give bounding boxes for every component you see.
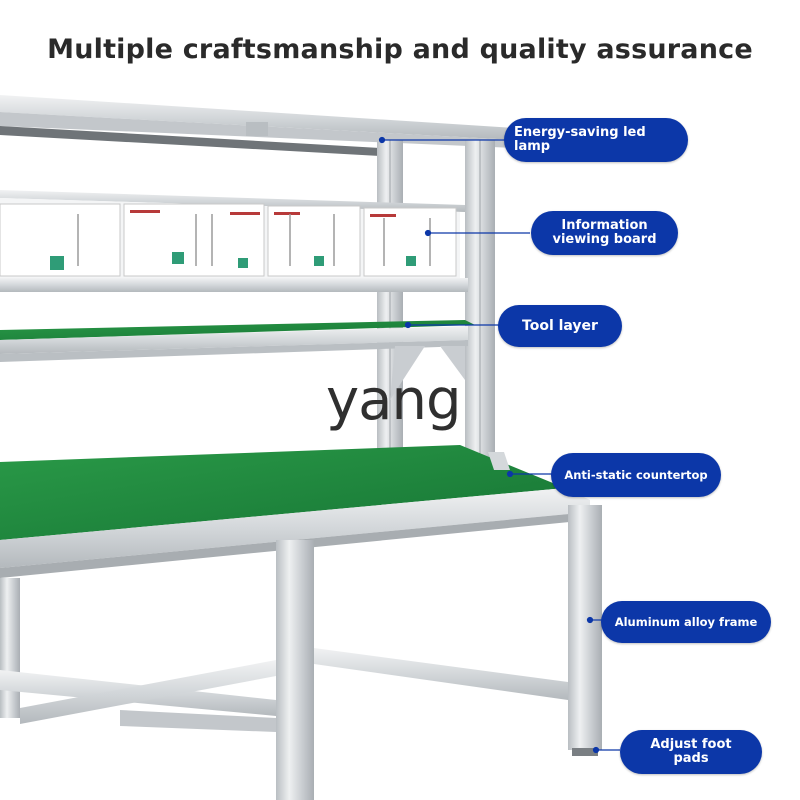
aluminum-frame	[0, 505, 602, 800]
callout-aluminum-frame-label: Aluminum alloy frame	[614, 614, 758, 629]
page-title: Multiple craftsmanship and quality assur…	[47, 34, 753, 65]
callout-countertop-label: Anti-static countertop	[564, 467, 708, 482]
led-lamp-beam	[0, 95, 515, 156]
callout-information-board: Information viewing board	[531, 211, 678, 255]
callout-foot-pads-label: Adjust foot pads	[650, 737, 732, 766]
shelf-uprights	[377, 140, 495, 460]
callout-countertop: Anti-static countertop	[551, 453, 721, 497]
callout-leader-lines	[378, 136, 620, 754]
callout-tool-layer-label: Tool layer	[522, 317, 598, 334]
information-board-shelf	[0, 190, 468, 292]
callout-led-lamp-label: Energy-saving led lamp	[514, 125, 646, 154]
callout-information-board-label: Information viewing board	[552, 218, 657, 247]
callout-aluminum-frame: Aluminum alloy frame	[601, 601, 771, 643]
callout-tool-layer: Tool layer	[498, 305, 622, 347]
callout-led-lamp: Energy-saving led lamp	[504, 118, 688, 162]
callout-foot-pads: Adjust foot pads	[620, 730, 762, 774]
watermark-text: yang	[326, 368, 461, 433]
tool-layer-shelf	[0, 320, 475, 400]
